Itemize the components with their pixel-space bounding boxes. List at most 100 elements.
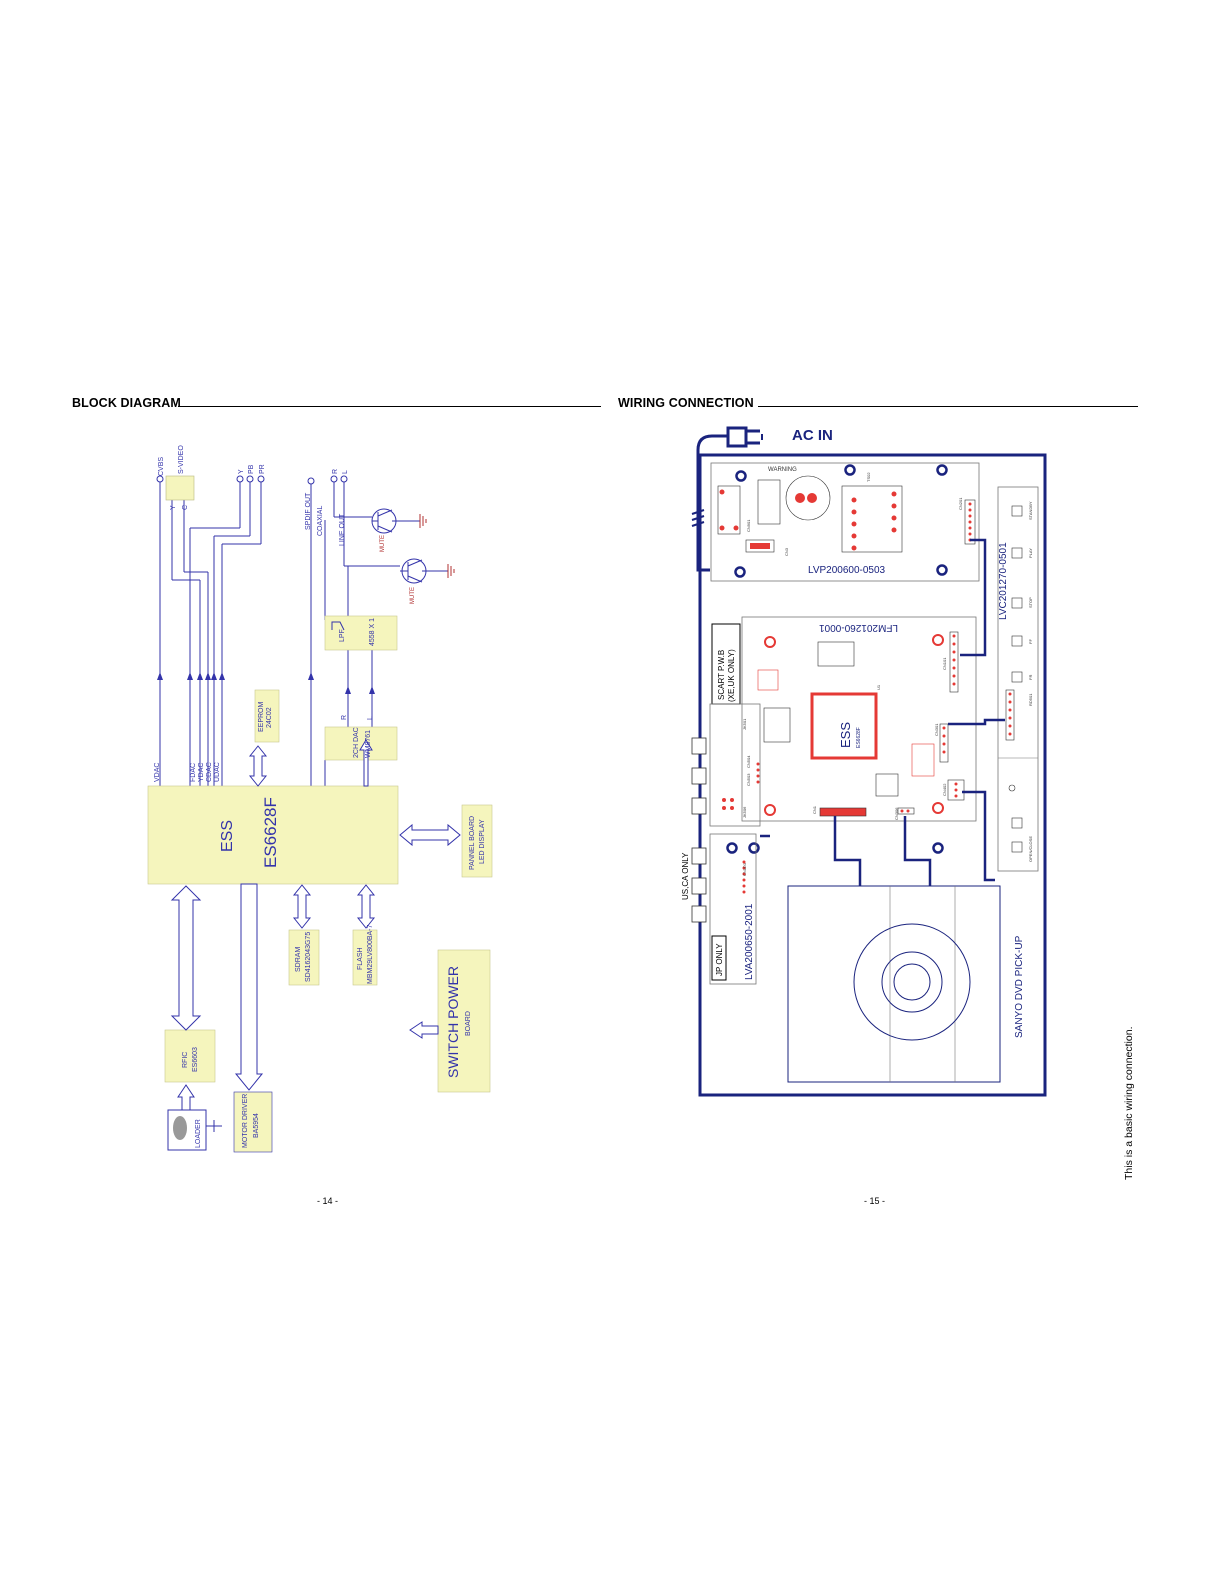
motor-label-2: BA5954	[253, 1113, 260, 1138]
connector-label: JK501	[742, 718, 747, 730]
flash-block	[352, 929, 378, 986]
ac-in-label: AC IN	[792, 427, 833, 444]
label-y: Y	[238, 469, 245, 474]
power-board-pads	[719, 489, 897, 551]
label-dac-l: L	[367, 716, 374, 720]
lpf-label-2: 4558 X 1	[369, 618, 376, 646]
pickup-label: SANYO DVD PICK-UP	[1014, 935, 1025, 1038]
eeprom-block	[254, 689, 280, 743]
connector-label: U1	[876, 684, 881, 690]
dac-block	[324, 726, 398, 761]
connector-labels: CN201 CN101 CN301 CN402 CN1 CN306 CN503 …	[742, 472, 1033, 876]
label-line-out: LINE OUT	[339, 513, 346, 546]
page-number-left: - 14 -	[317, 1196, 339, 1206]
label-udac: UDAC	[214, 762, 221, 782]
sdram-block	[288, 929, 320, 986]
dac-label-2: WM8761	[365, 730, 372, 758]
connector-label: CN402	[942, 783, 947, 796]
panel-button-labels: STANDBY PLAY STOP FF FR OPEN/CLOSE	[1028, 501, 1033, 862]
diagram-blocks	[147, 615, 493, 1153]
flash-label-1: FLASH	[357, 947, 364, 970]
power-label-1: SWITCH POWER	[445, 966, 461, 1078]
label-cvbs: CVBS	[158, 457, 165, 476]
loader-label: LOADER	[195, 1119, 202, 1148]
panel-board	[997, 486, 1039, 872]
chip-brand-label: ESS	[838, 722, 853, 748]
connector-label: CN3	[784, 547, 789, 556]
panel-button-fr: FR	[1028, 675, 1033, 680]
panel-buttons	[1011, 505, 1023, 853]
main-chip-block	[147, 785, 399, 885]
wiring-connection-title: WIRING CONNECTION	[618, 396, 754, 410]
connector-label: CN101	[942, 657, 947, 670]
main-chip-model: ES6628F	[261, 797, 280, 868]
label-mute-2: MUTE	[410, 587, 416, 604]
connector-label: TS02	[866, 472, 871, 482]
label-mute-1: MUTE	[380, 535, 386, 552]
connector-label: CN503	[746, 773, 751, 786]
connector-label: CN901	[746, 519, 751, 532]
scart-label-1: SCART P.W.B	[717, 650, 726, 700]
panel-button-standby: STANDBY	[1028, 501, 1033, 520]
ac-plug	[696, 426, 763, 520]
block-diagram-rule	[178, 406, 601, 407]
usca-only-label: US,CA ONLY	[681, 852, 690, 900]
label-c-small: C	[182, 505, 189, 510]
jp-only-label: JP ONLY	[715, 943, 724, 976]
label-y-small: Y	[170, 505, 177, 510]
diagram-labels: CVBS S-VIDEO Y C Y PB PR SPDIF OUT COAXI…	[154, 445, 486, 1148]
motor-driver-block	[233, 1091, 273, 1153]
connector-label: CN504	[746, 755, 751, 768]
label-cdac: CDAC	[206, 762, 213, 782]
connector-label: RD501	[1028, 693, 1033, 706]
rfic-label-2: ES6603	[192, 1047, 199, 1072]
panel-label-1: PANNEL BOARD	[469, 816, 476, 870]
page-number-right: - 15 -	[864, 1196, 886, 1206]
chip-model-label: ES6628F	[856, 727, 862, 748]
connector-label: CN301	[934, 723, 939, 736]
motor-label-1: MOTOR DRIVER	[242, 1094, 249, 1148]
dvd-pickup	[787, 885, 1001, 1083]
main-board-parts	[757, 631, 965, 817]
label-r: R	[332, 469, 339, 474]
main-board-label: LFM201260-0001	[819, 622, 898, 633]
output-jacks	[156, 475, 348, 485]
main-board	[741, 616, 977, 822]
label-svideo: S-VIDEO	[178, 445, 185, 474]
label-pr: PR	[259, 464, 266, 474]
label-vdac: VDAC	[154, 763, 161, 782]
connector-label: JK506	[742, 806, 747, 818]
power-label-2: BOARD	[465, 1011, 472, 1036]
scart-box	[711, 623, 741, 705]
main-chip-brand: ESS	[219, 820, 236, 852]
panel-board-block	[461, 804, 493, 878]
svideo-connector-box	[165, 475, 195, 501]
connector-label: CN1D1	[742, 862, 747, 876]
panel-label-2: LED DISPLAY	[479, 819, 486, 864]
panel-button-stop: STOP	[1028, 597, 1033, 608]
wiring-note: This is a basic wiring connection.	[1123, 1026, 1135, 1181]
label-coaxial: COAXIAL	[317, 506, 324, 536]
mount-holes	[726, 464, 948, 854]
eeprom-label-2: 24C02	[266, 707, 273, 728]
flash-label-2: MBM29LV800BA-7	[367, 924, 374, 984]
rfic-block	[164, 1029, 216, 1083]
av-board	[709, 833, 757, 985]
disc-symbol	[173, 1116, 187, 1140]
sdram-label-2: SD4162043G75	[305, 932, 312, 982]
scart-label-2: (XE,UK ONLY)	[727, 649, 736, 702]
block-diagram-title: BLOCK DIAGRAM	[72, 396, 181, 410]
label-spdif: SPDIF OUT	[305, 492, 312, 530]
label-fdac: FDAC	[190, 763, 197, 782]
power-board-parts	[717, 475, 976, 553]
panel-button-open-close: OPEN/CLOSE	[1028, 836, 1033, 862]
ess-chip	[810, 692, 878, 760]
mute-transistors	[371, 508, 448, 584]
jp-only-box	[711, 935, 727, 981]
warning-label: WARNING	[768, 467, 797, 473]
rca-jacks	[691, 737, 707, 923]
lpf-label-1: LPF	[339, 629, 346, 642]
panel-button-play: PLAY	[1028, 548, 1033, 558]
